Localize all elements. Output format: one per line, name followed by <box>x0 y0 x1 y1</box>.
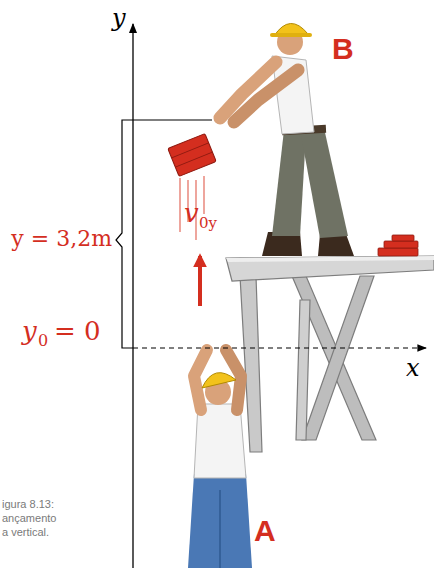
figure-caption: igura 8.13: ançamento a vertical. <box>2 498 60 539</box>
origin-symbol: y <box>22 318 37 344</box>
dimension-label: y = 3,2m <box>11 228 112 250</box>
velocity-arrow <box>198 256 202 306</box>
scaffold <box>226 256 434 452</box>
velocity-symbol: v <box>184 200 199 226</box>
person-label: B <box>332 34 354 64</box>
velocity-subscript: 0y <box>199 216 217 231</box>
axes <box>133 24 426 568</box>
origin-value: = 0 <box>54 318 101 344</box>
worker-a <box>188 350 252 568</box>
brick-stack <box>378 235 418 256</box>
worker-b <box>220 23 354 256</box>
person-label: A <box>254 516 276 546</box>
height-bracket <box>116 120 212 348</box>
origin-subscript: 0 <box>38 333 48 349</box>
axis-label: y <box>112 6 126 30</box>
axis-label: x <box>406 356 420 380</box>
thrown-brick <box>168 134 216 240</box>
